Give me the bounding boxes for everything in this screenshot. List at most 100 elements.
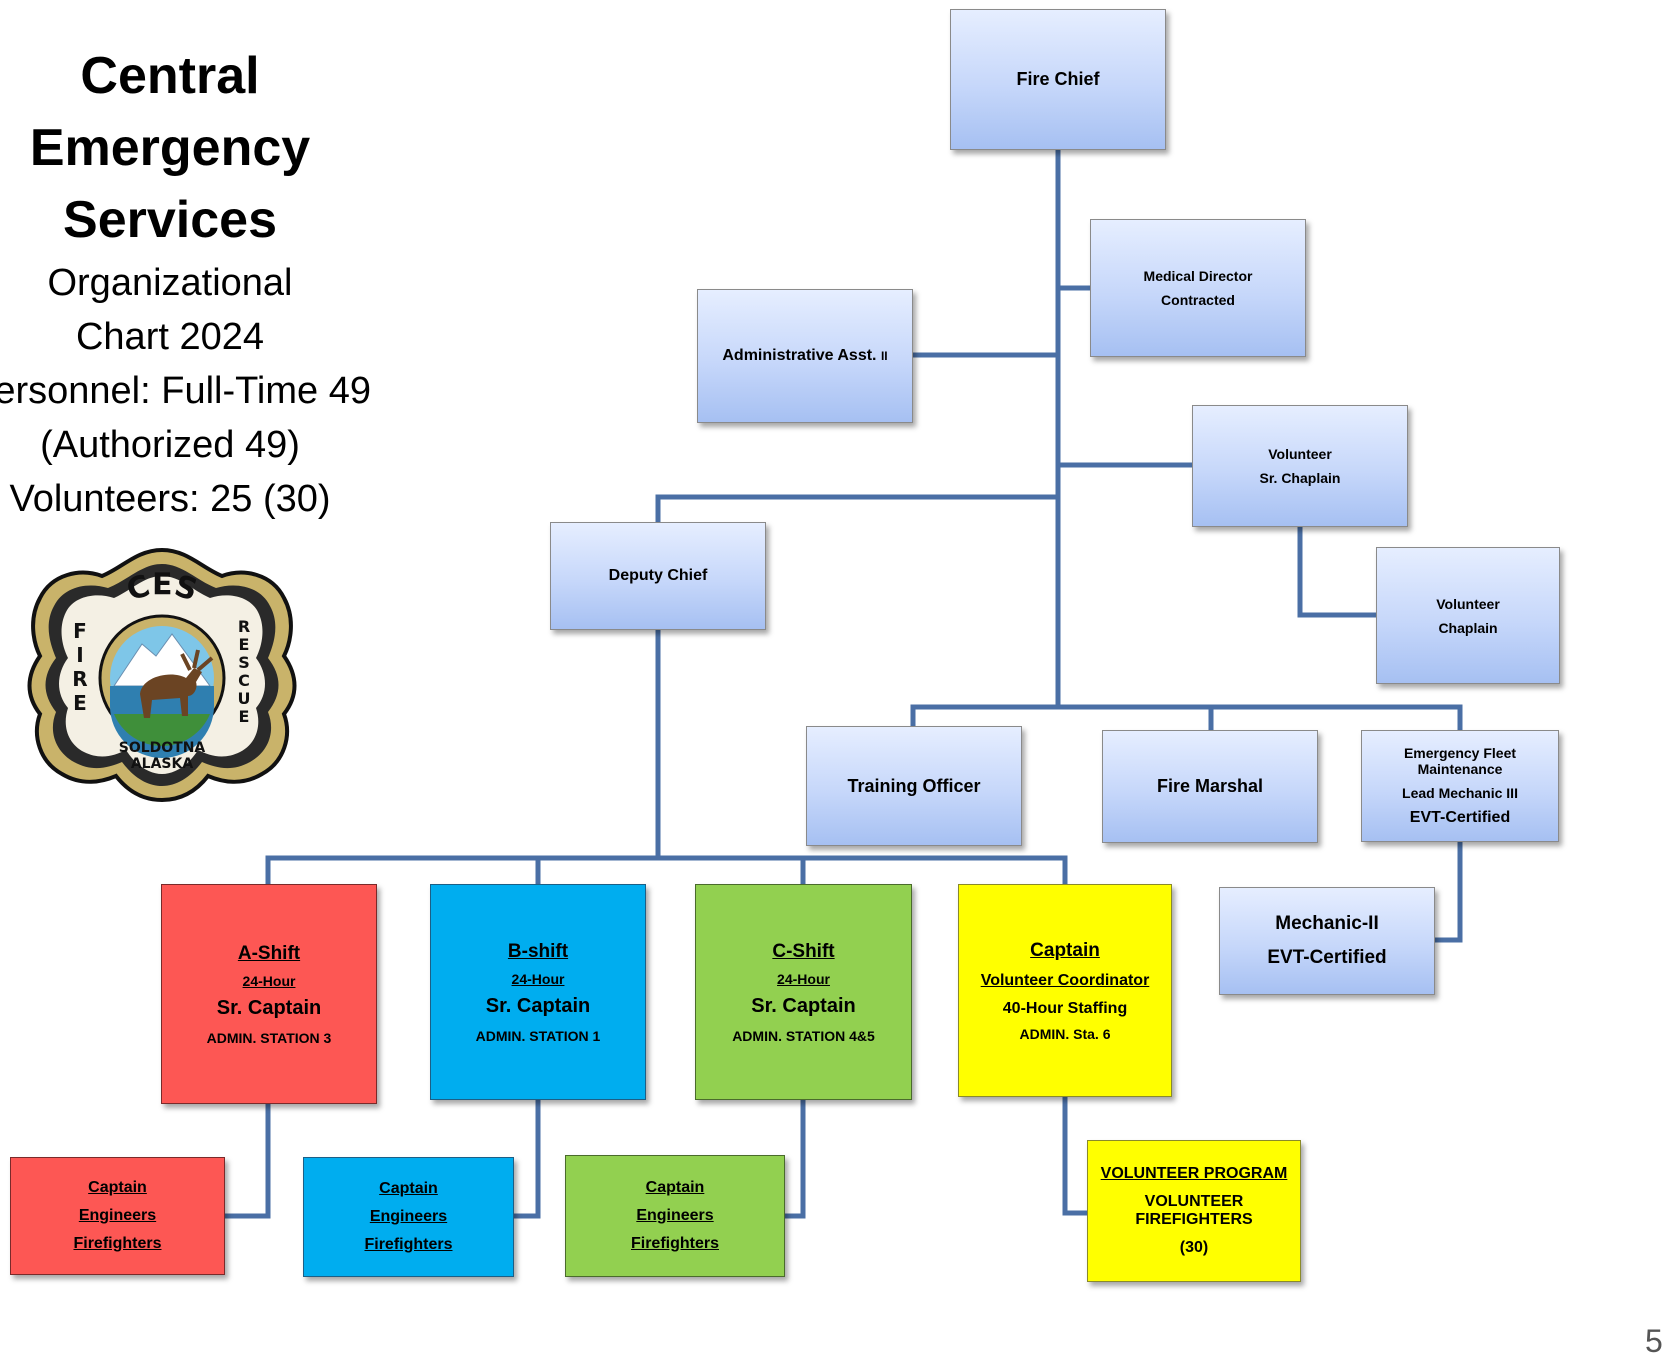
vol-captain-line1: Captain xyxy=(1030,939,1100,961)
node-c-shift: C-Shift 24-Hour Sr. Captain ADMIN. STATI… xyxy=(695,884,912,1100)
b-shift-line4: ADMIN. STATION 1 xyxy=(475,1027,601,1044)
chart-title-block: Central Emergency Services Organizationa… xyxy=(0,40,400,526)
sr-chaplain-line1: Volunteer xyxy=(1268,446,1332,462)
logo-left-text-3: R xyxy=(72,667,87,691)
vol-captain-line4: ADMIN. Sta. 6 xyxy=(1019,1025,1111,1042)
node-mechanic: Mechanic-II EVT-Certified xyxy=(1219,887,1435,995)
a-crew-line2: Engineers xyxy=(78,1207,157,1224)
logo-left-text-2: I xyxy=(76,643,83,667)
title-line-4: Organizational xyxy=(47,262,293,304)
node-fire-chief: Fire Chief xyxy=(950,9,1166,150)
node-fleet-maintenance: Emergency Fleet Maintenance Lead Mechani… xyxy=(1361,730,1559,842)
c-shift-line2: 24-Hour xyxy=(777,970,830,987)
logo-bottom-line1: SOLDOTNA xyxy=(119,740,206,756)
node-chaplain: Volunteer Chaplain xyxy=(1376,547,1560,684)
svg-text:CES: CES xyxy=(123,567,202,608)
node-deputy-chief: Deputy Chief xyxy=(550,522,766,630)
node-admin-asst: Administrative Asst. II xyxy=(697,289,913,423)
c-shift-line1: C-Shift xyxy=(772,940,835,962)
c-shift-line3: Sr. Captain xyxy=(751,994,856,1017)
admin-asst-label: Administrative Asst. II xyxy=(722,347,887,365)
admin-asst-main: Administrative Asst. xyxy=(722,347,877,364)
connector-a-crew xyxy=(225,1104,271,1219)
fleet-line2: Maintenance xyxy=(1417,761,1503,777)
personnel-full-time: Personnel: Full-Time 49 xyxy=(0,370,371,412)
logo-top-text: CES xyxy=(123,567,202,608)
fleet-line4: EVT-Certified xyxy=(1409,809,1511,826)
node-volunteer-captain: Captain Volunteer Coordinator 40-Hour St… xyxy=(958,884,1172,1097)
vol-captain-line3: 40-Hour Staffing xyxy=(1002,999,1128,1017)
b-shift-line2: 24-Hour xyxy=(511,970,565,987)
fire-chief-label: Fire Chief xyxy=(1016,69,1100,89)
connector-c-crew xyxy=(785,1100,806,1219)
connector-shifts xyxy=(265,855,1068,884)
a-crew-line3: Firefighters xyxy=(73,1235,162,1252)
title-line-3: Services xyxy=(63,191,277,249)
vol-captain-line2: Volunteer Coordinator xyxy=(980,971,1150,989)
b-crew-line3: Firefighters xyxy=(364,1236,453,1253)
c-crew-line1: Captain xyxy=(645,1179,705,1196)
a-shift-line1: A-Shift xyxy=(237,942,301,964)
vol-program-line1: VOLUNTEER PROGRAM xyxy=(1100,1165,1288,1182)
vol-program-line2: VOLUNTEER xyxy=(1144,1193,1244,1210)
vol-program-line3: FIREFIGHTERS xyxy=(1135,1211,1253,1228)
node-a-crew: Captain Engineers Firefighters xyxy=(10,1157,225,1275)
mechanic-line1: Mechanic-II xyxy=(1275,913,1379,934)
deputy-chief-label: Deputy Chief xyxy=(608,567,708,584)
b-shift-line3: Sr. Captain xyxy=(485,994,591,1017)
volunteers-count: Volunteers: 25 (30) xyxy=(9,478,331,520)
fire-marshal-label: Fire Marshal xyxy=(1156,776,1264,796)
node-b-crew: Captain Engineers Firefighters xyxy=(303,1157,514,1277)
connector-mechanic xyxy=(1435,842,1463,943)
node-a-shift: A-Shift 24-Hour Sr. Captain ADMIN. STATI… xyxy=(161,884,377,1104)
node-b-shift: B-shift 24-Hour Sr. Captain ADMIN. STATI… xyxy=(430,884,646,1100)
svg-text:E: E xyxy=(239,707,250,726)
logo-left-text-4: E xyxy=(73,691,87,715)
medical-director-line1: Medical Director xyxy=(1143,268,1253,284)
title-line-1: Central xyxy=(80,47,260,105)
title-line-2: Emergency xyxy=(29,119,311,177)
a-crew-line1: Captain xyxy=(88,1179,147,1196)
connector-chaplain xyxy=(1297,527,1376,618)
ces-badge-logo: CES F I R E R E S C U E SOLDOTNA ALASKA xyxy=(27,547,297,803)
b-crew-line1: Captain xyxy=(379,1180,438,1197)
connector-b-crew xyxy=(514,1100,541,1219)
node-medical-director: Medical Director Contracted xyxy=(1090,219,1306,357)
a-shift-line4: ADMIN. STATION 3 xyxy=(206,1029,332,1046)
b-shift-line1: B-shift xyxy=(507,940,569,962)
node-c-crew: Captain Engineers Firefighters xyxy=(565,1155,785,1277)
medical-director-line2: Contracted xyxy=(1161,292,1235,308)
c-shift-line4: ADMIN. STATION 4&5 xyxy=(732,1027,875,1044)
chaplain-line2: Chaplain xyxy=(1438,619,1498,636)
page-number: 5 xyxy=(1645,1323,1663,1359)
c-crew-line3: Firefighters xyxy=(630,1235,719,1252)
b-crew-line2: Engineers xyxy=(369,1208,448,1225)
training-officer-label: Training Officer xyxy=(847,775,981,796)
vol-program-line4: (30) xyxy=(1179,1239,1209,1256)
connector-deputy-chief xyxy=(655,494,1058,522)
svg-text:S: S xyxy=(238,653,250,672)
a-shift-line3: Sr. Captain xyxy=(216,996,322,1019)
node-fire-marshal: Fire Marshal xyxy=(1102,730,1318,843)
mechanic-line2: EVT-Certified xyxy=(1267,947,1387,968)
logo-left-text-1: F xyxy=(73,619,87,643)
fleet-line3: Lead Mechanic III xyxy=(1402,785,1518,801)
logo-bottom-line2: ALASKA xyxy=(131,756,194,772)
admin-asst-suffix: II xyxy=(880,349,888,363)
fleet-line1: Emergency Fleet xyxy=(1403,745,1517,761)
chaplain-line1: Volunteer xyxy=(1436,595,1500,612)
svg-text:C: C xyxy=(238,671,250,690)
connector-vol-program xyxy=(1062,1097,1087,1216)
node-volunteer-program: VOLUNTEER PROGRAM VOLUNTEER FIREFIGHTERS… xyxy=(1087,1140,1301,1282)
svg-text:U: U xyxy=(238,689,251,708)
personnel-authorized: (Authorized 49) xyxy=(40,424,300,466)
sr-chaplain-line2: Sr. Chaplain xyxy=(1259,470,1341,486)
svg-text:R: R xyxy=(238,617,250,636)
a-shift-line2: 24-Hour xyxy=(242,972,296,989)
title-line-5: Chart 2024 xyxy=(75,316,264,358)
svg-text:E: E xyxy=(239,635,250,654)
c-crew-line2: Engineers xyxy=(636,1207,714,1224)
connector-staff-branch xyxy=(910,704,1463,730)
node-sr-chaplain: Volunteer Sr. Chaplain xyxy=(1192,405,1408,527)
